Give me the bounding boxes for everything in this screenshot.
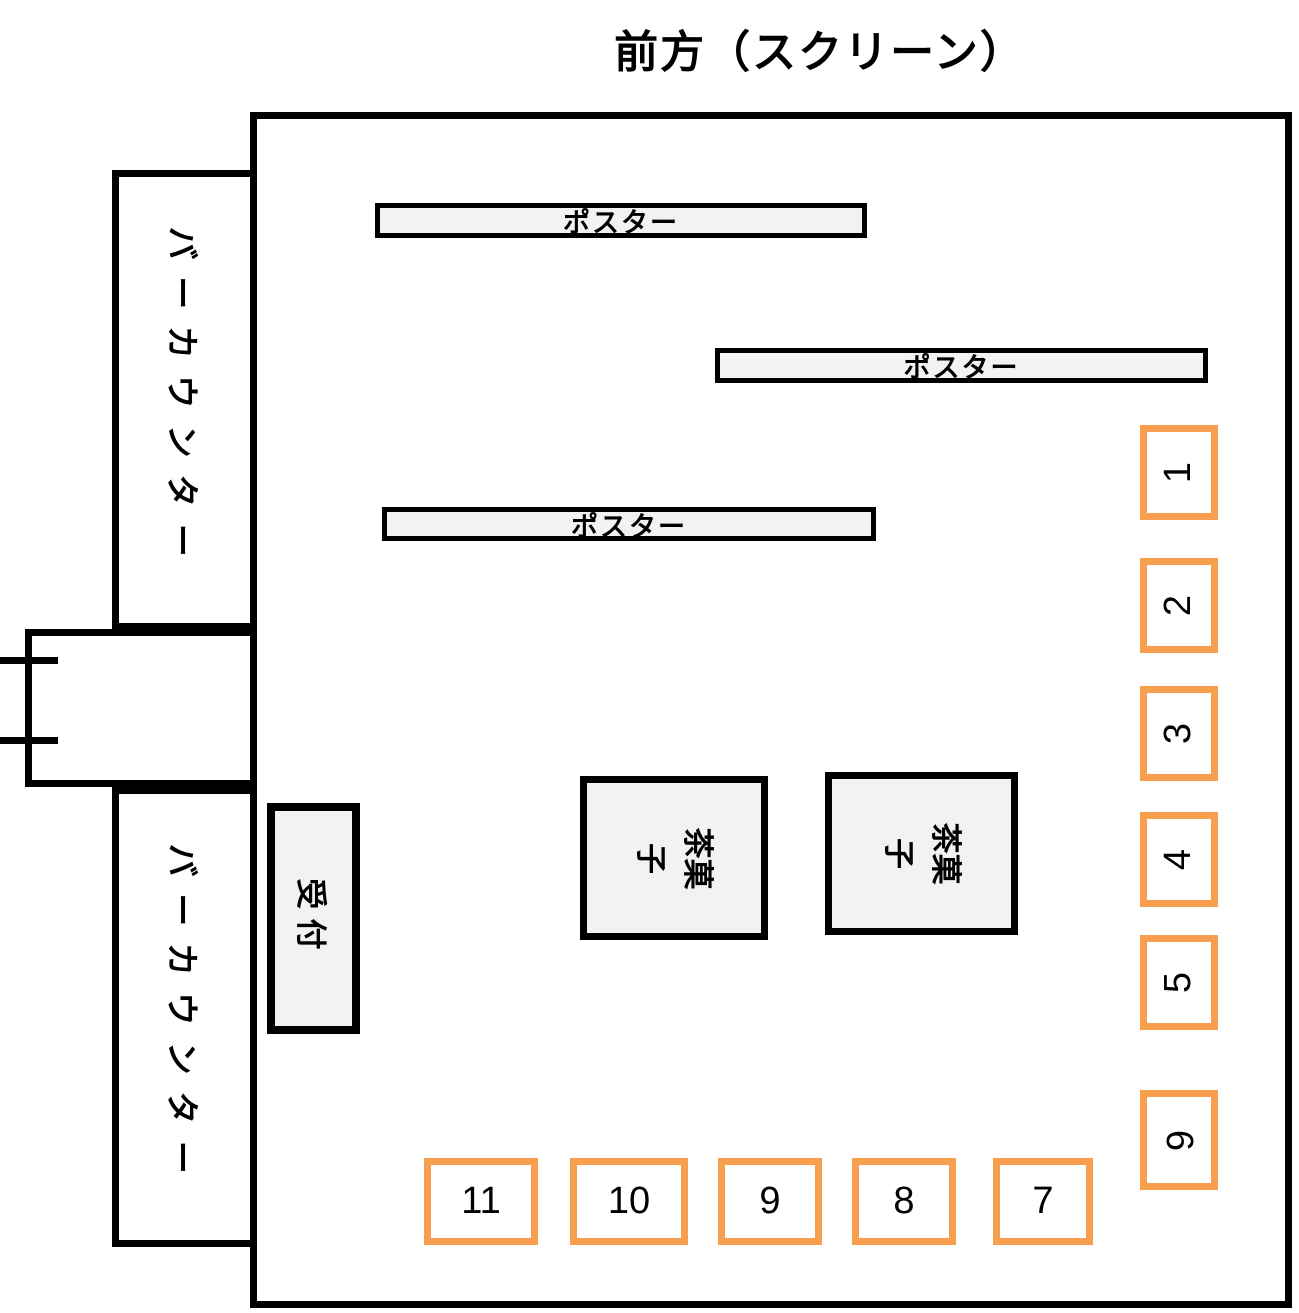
bar-counter-top-label: バーカウンター [163, 226, 201, 574]
snack-table-1-label: 茶菓子 [633, 826, 716, 889]
seat-2: 2 [1140, 558, 1218, 653]
seat-11-label: 11 [461, 1180, 501, 1222]
seat-6: 6 [1140, 1090, 1218, 1190]
seat-7: 7 [993, 1158, 1093, 1245]
bar-counter-top: バーカウンター [112, 170, 257, 630]
snack-table-1: 茶菓子 [580, 776, 768, 940]
seat-2-label: 2 [1157, 594, 1200, 617]
room-outline [250, 112, 1292, 1308]
seat-5: 5 [1140, 935, 1218, 1030]
snack-table-2: 茶菓子 [825, 772, 1018, 935]
poster-board-3-label: ポスター [571, 511, 687, 542]
seat-1: 1 [1140, 425, 1218, 520]
poster-board-2: ポスター [715, 348, 1208, 383]
seat-8: 8 [852, 1158, 956, 1245]
seat-7-label: 7 [1032, 1180, 1054, 1222]
poster-board-1: ポスター [375, 203, 867, 238]
seat-10: 10 [570, 1158, 688, 1245]
seat-1-label: 1 [1157, 461, 1200, 484]
page-title: 前方（スクリーン） [614, 28, 1026, 77]
entrance-box [25, 629, 257, 787]
seat-4-label: 4 [1157, 848, 1200, 871]
seat-5-label: 5 [1157, 971, 1200, 994]
poster-board-3: ポスター [382, 507, 876, 542]
poster-board-2-label: ポスター [903, 353, 1020, 383]
poster-board-1-label: ポスター [563, 208, 679, 238]
reception-desk-label: 受付 [293, 878, 329, 959]
seat-6-label: 6 [1158, 1129, 1201, 1151]
seat-11: 11 [424, 1158, 538, 1245]
snack-table-2-label: 茶菓子 [881, 822, 963, 885]
seat-3: 3 [1140, 686, 1218, 781]
seat-3-label: 3 [1157, 722, 1200, 745]
seat-9-label: 9 [759, 1180, 781, 1222]
entrance-tick-bottom [0, 737, 58, 744]
bar-counter-bottom: バーカウンター [112, 787, 257, 1247]
bar-counter-bottom-label: バーカウンター [163, 843, 201, 1191]
entrance-tick-top [0, 657, 58, 664]
seat-4: 4 [1140, 812, 1218, 907]
seat-8-label: 8 [893, 1180, 915, 1222]
seat-10-label: 10 [607, 1180, 651, 1222]
reception-desk: 受付 [267, 803, 360, 1034]
seat-9: 9 [718, 1158, 822, 1245]
